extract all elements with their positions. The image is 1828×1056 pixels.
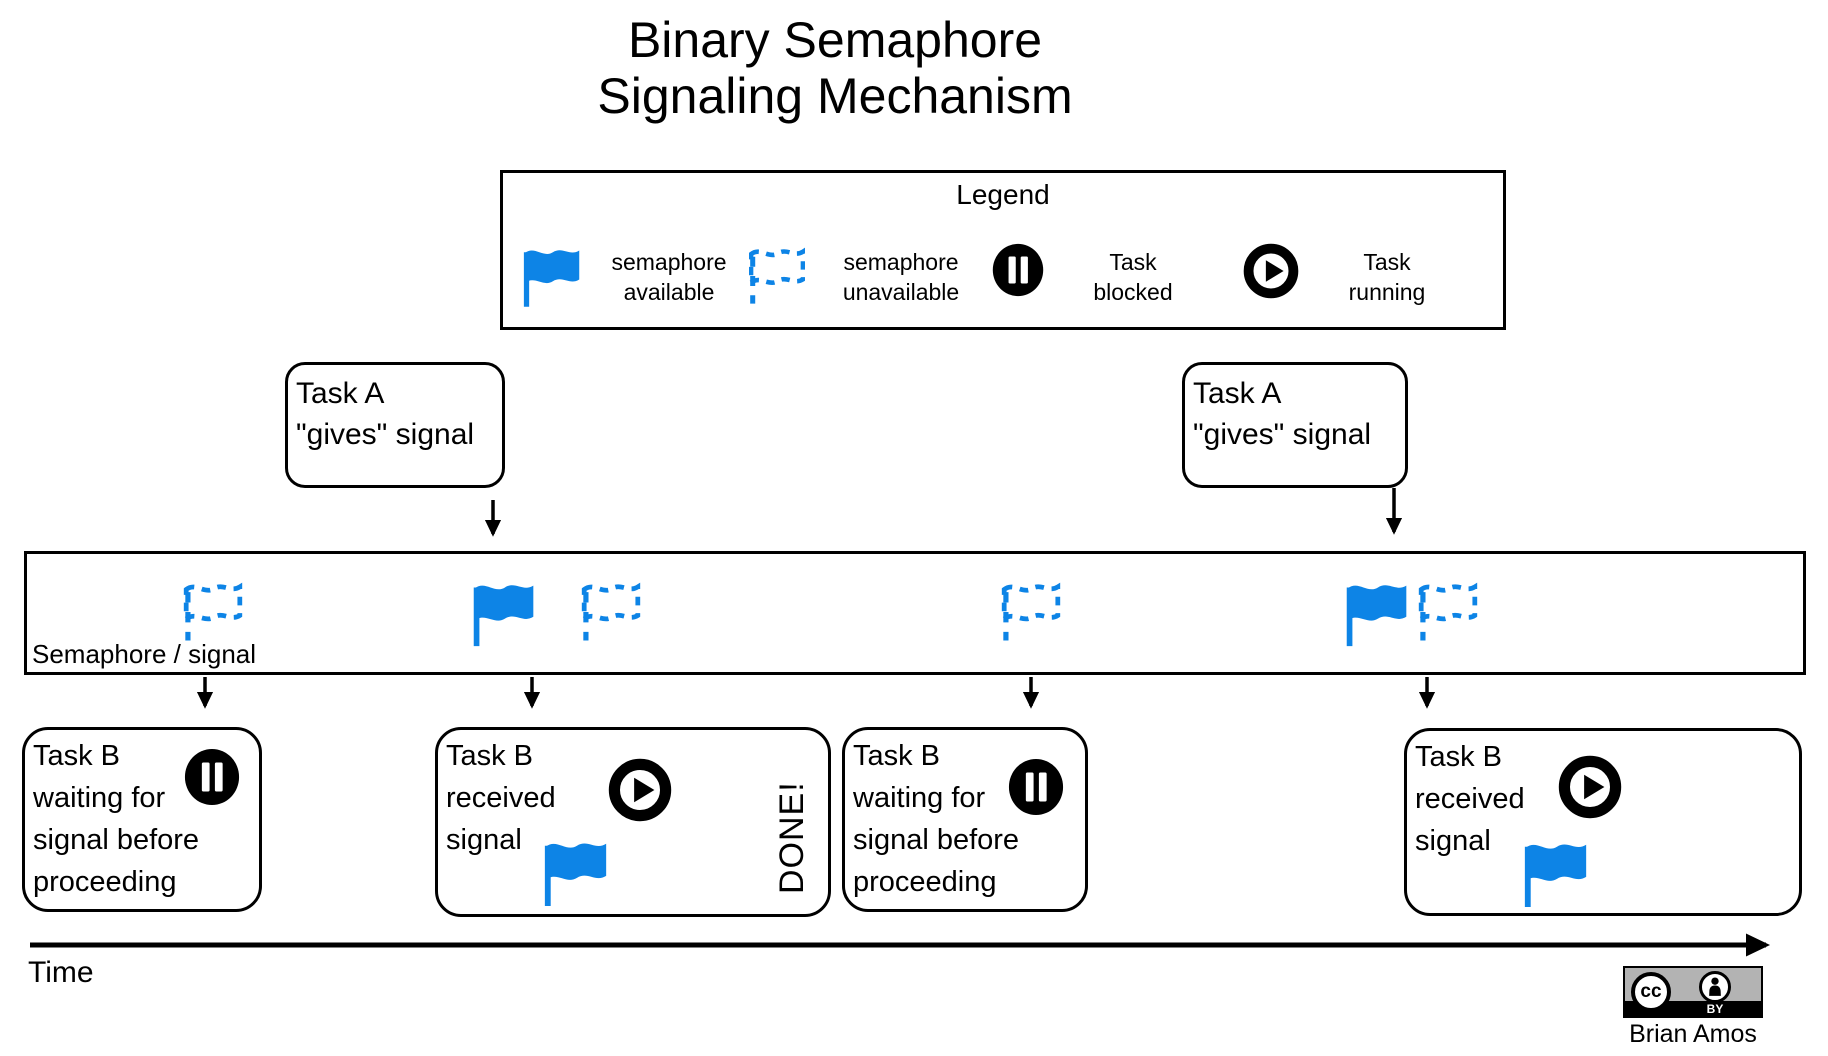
semaphore-unavailable-flag-icon	[749, 245, 805, 307]
task-b-line: signal	[446, 824, 522, 856]
legend-label-unavailable: semaphore unavailable	[815, 247, 987, 307]
task-running-play-icon	[1243, 243, 1299, 299]
task-running-play-icon	[608, 758, 672, 822]
title-line-2: Signaling Mechanism	[597, 68, 1073, 124]
task-b-line: received	[1415, 783, 1525, 815]
legend-label-line: running	[1348, 279, 1426, 305]
task-b-line: signal	[1415, 825, 1491, 857]
task-b-line: Task B	[446, 740, 534, 772]
task-b-box-1: Task B waiting for signal before proceed…	[22, 727, 262, 912]
task-blocked-pause-icon	[183, 748, 241, 806]
legend-box: Legend semaphore available semaphore una…	[500, 170, 1506, 330]
task-a-box-2: Task A "gives" signal	[1182, 362, 1408, 488]
legend-title: Legend	[956, 179, 1050, 210]
legend-label-available: semaphore available	[587, 247, 751, 307]
legend-label-line: available	[623, 279, 715, 305]
task-b-line: Task B	[33, 740, 121, 772]
task-running-play-icon	[1558, 755, 1622, 819]
legend-label-running: Task running	[1309, 247, 1465, 307]
task-a-line: "gives" signal	[296, 418, 475, 451]
by-label: BY	[1706, 1002, 1724, 1016]
semaphore-available-flag-icon	[542, 836, 610, 908]
page-title: Binary Semaphore Signaling Mechanism	[597, 12, 1072, 124]
task-b-line: signal before	[33, 824, 200, 856]
cc-logo-icon: cc	[1631, 972, 1671, 1012]
task-b-line: waiting for	[853, 782, 986, 814]
task-b-line: proceeding	[33, 866, 177, 898]
task-b-box-2: Task B received signal DONE!	[435, 727, 831, 917]
task-b-line: proceeding	[853, 866, 997, 898]
legend-label-line: unavailable	[842, 279, 960, 305]
task-a-line: Task A	[1193, 377, 1282, 410]
task-a-line: Task A	[296, 377, 385, 410]
semaphore-band-label: Semaphore / signal	[32, 639, 257, 669]
cc-by-license-badge[interactable]: cc BY	[1623, 966, 1763, 1018]
semaphore-unavailable-flag-icon	[182, 580, 244, 644]
legend-label-blocked: Task blocked	[1055, 247, 1211, 307]
time-axis-label: Time	[28, 956, 94, 989]
semaphore-available-flag-icon	[1344, 578, 1410, 648]
title-line-1: Binary Semaphore	[627, 12, 1043, 68]
task-b-line: Task B	[1415, 741, 1503, 773]
semaphore-unavailable-flag-icon	[1417, 580, 1479, 644]
task-a-box-1: Task A "gives" signal	[285, 362, 505, 488]
attribution-person-icon	[1699, 971, 1731, 1003]
semaphore-available-flag-icon	[523, 243, 581, 309]
semaphore-unavailable-flag-icon	[1000, 580, 1062, 644]
semaphore-available-flag-icon	[471, 578, 537, 648]
task-b-line: waiting for	[33, 782, 166, 814]
legend-label-line: Task	[1109, 249, 1157, 275]
task-b-box-4: Task B received signal	[1404, 728, 1802, 916]
semaphore-band: Semaphore / signal	[24, 551, 1806, 675]
semaphore-available-flag-icon	[1522, 837, 1590, 909]
legend-label-line: semaphore	[843, 249, 959, 275]
done-label: DONE!	[773, 781, 811, 894]
task-blocked-pause-icon	[1007, 758, 1065, 816]
semaphore-unavailable-flag-icon	[580, 580, 642, 644]
task-b-line: received	[446, 782, 556, 814]
legend-label-line: blocked	[1093, 279, 1173, 305]
task-blocked-pause-icon	[991, 239, 1045, 301]
legend-label-line: semaphore	[611, 249, 727, 275]
attribution-name: Brian Amos	[1629, 1020, 1757, 1048]
task-b-box-3: Task B waiting for signal before proceed…	[842, 727, 1088, 912]
task-b-line: Task B	[853, 740, 941, 772]
task-a-line: "gives" signal	[1193, 418, 1372, 451]
legend-label-line: Task	[1363, 249, 1411, 275]
task-b-line: signal before	[853, 824, 1020, 856]
